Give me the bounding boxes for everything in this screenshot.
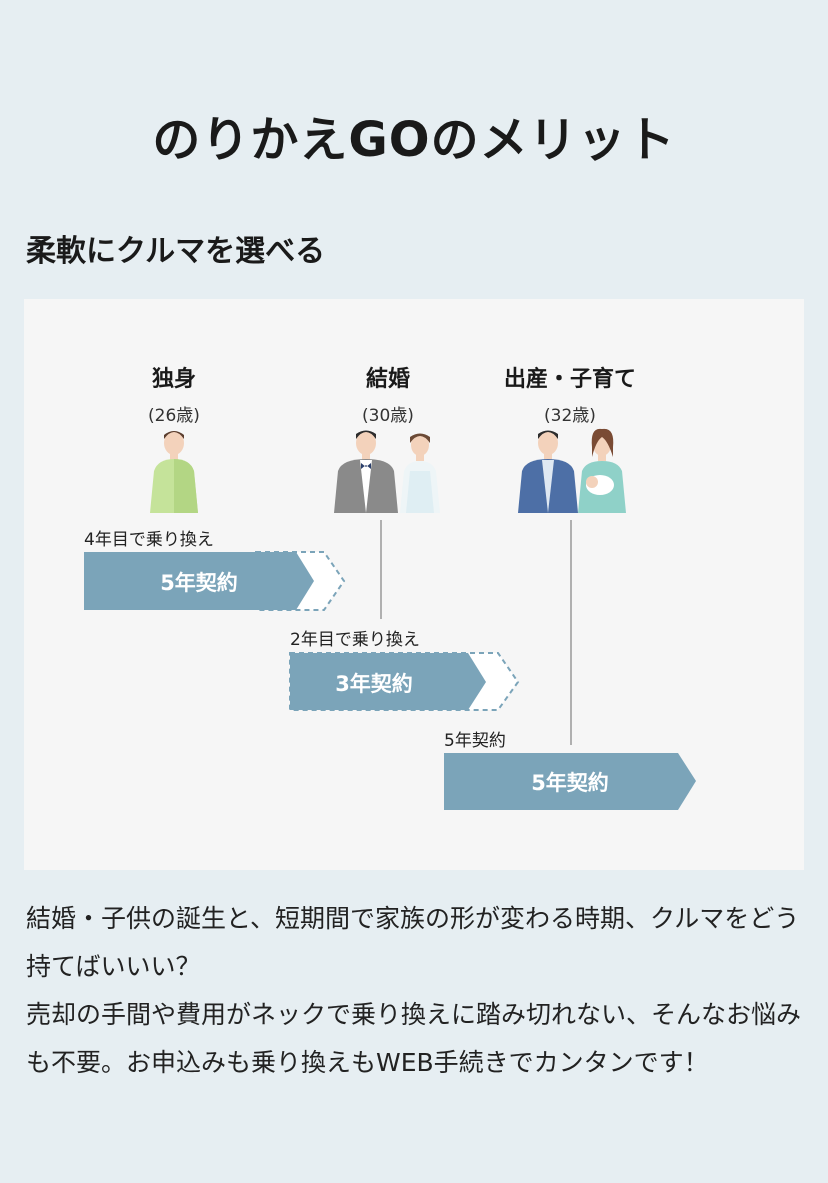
family-illustration [518, 428, 626, 513]
page-title: のりかえGOのメリット [152, 112, 676, 168]
stage-childbirth: 出産・子育て (32歳) [470, 361, 670, 426]
stage-age: (32歳) [544, 406, 596, 426]
contract-note: 4年目で乗り換え [84, 530, 214, 550]
section-title: 柔軟にクルマを選べる [26, 234, 326, 269]
stage-name: 結婚 [365, 367, 410, 392]
life-stage-diagram: 独身 (26歳) 結婚 (30歳) 出産・子育て (32歳) [24, 299, 804, 870]
description-paragraph: 売却の手間や費用がネックで乗り換えに踏み切れない、そんなお悩みも不要。お申込みも… [26, 1000, 802, 1077]
contract-label: 5年契約 [531, 771, 609, 795]
description: 結婚・子供の誕生と、短期間で家族の形が変わる時期、クルマをどう持てばいいい？ 売… [26, 895, 806, 1087]
contract-label: 5年契約 [160, 571, 238, 595]
timeline-lines [380, 520, 572, 745]
couple-wedding-illustration [334, 430, 440, 513]
stage-age: (30歳) [362, 406, 414, 426]
contract-arrow-3: 5年契約 [444, 753, 696, 810]
stage-name: 出産・子育て [503, 367, 636, 392]
contract-arrow-1: 5年契約 [84, 551, 346, 611]
stage-name: 独身 [151, 367, 196, 392]
single-person-illustration [150, 431, 198, 513]
contract-note: 5年契約 [444, 731, 506, 751]
contract-note: 2年目で乗り換え [290, 630, 420, 650]
contract-arrow-2: 3年契約 [289, 652, 520, 711]
contract-arrows: 5年契約 3年契約 5年契約 [84, 551, 696, 810]
contract-label: 3年契約 [335, 672, 413, 696]
description-paragraph: 結婚・子供の誕生と、短期間で家族の形が変わる時期、クルマをどう持てばいいい？ [26, 904, 800, 981]
stage-single: 独身 (26歳) [74, 361, 274, 426]
stage-age: (26歳) [148, 406, 200, 426]
stage-marriage: 結婚 (30歳) [288, 361, 488, 426]
